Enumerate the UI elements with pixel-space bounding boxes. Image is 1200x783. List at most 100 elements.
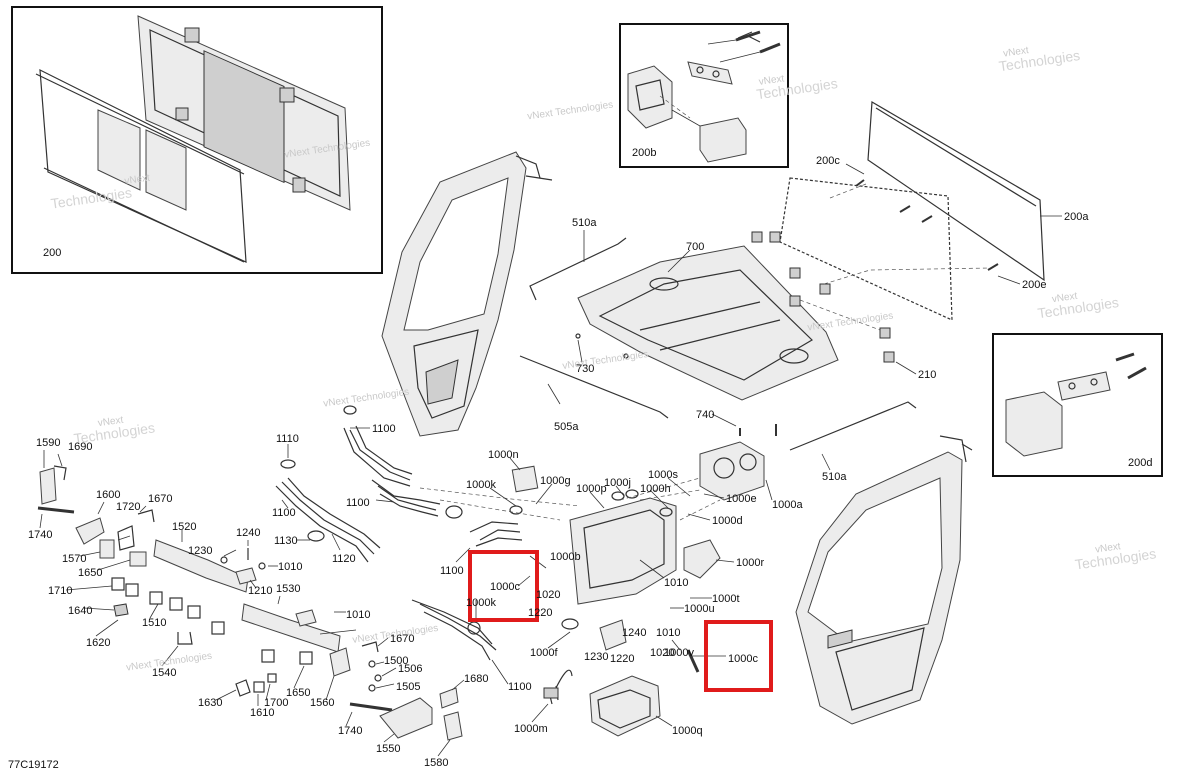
label-1500: 1500 [384, 655, 408, 667]
label-1530: 1530 [276, 583, 300, 595]
inset-frame-200d [992, 333, 1163, 477]
screw-1500 [368, 660, 376, 668]
lead-1000m [531, 703, 549, 723]
label-1230-a: 1230 [188, 545, 212, 557]
label-510a-top: 510a [572, 217, 597, 229]
label-1000r: 1000r [736, 557, 764, 569]
label-1230-b: 1230 [584, 651, 608, 663]
left-door-window [403, 177, 509, 331]
clamp-1000j-b [625, 489, 639, 499]
nut-1506 [374, 674, 382, 682]
lead-1000n [509, 457, 521, 471]
watermark-5a: vNext [1003, 45, 1030, 59]
label-1720: 1720 [116, 501, 140, 513]
label-1600: 1600 [96, 489, 120, 501]
lead-1100-d [455, 547, 471, 563]
label-1550: 1550 [376, 743, 400, 755]
lead-1506 [381, 667, 397, 677]
label-1000j: 1000j [604, 477, 631, 489]
label-1000v: 1000v [664, 647, 694, 659]
inset-frame-200 [11, 6, 383, 274]
label-1570: 1570 [62, 553, 86, 565]
duct-upper [343, 425, 413, 487]
label-1010-c: 1010 [346, 609, 370, 621]
seal-window-left [97, 109, 141, 191]
bracket-1680 [439, 687, 459, 709]
switch-1510-b [169, 597, 183, 611]
heater-cover-1000q [589, 675, 661, 737]
mount-plate [687, 61, 733, 85]
dash-panel-1520 [153, 539, 249, 593]
guide-8 [799, 299, 881, 331]
duct-lower [411, 599, 493, 661]
ring-1000f [561, 618, 579, 630]
end-plate-hole-2 [1090, 378, 1098, 386]
label-1000u: 1000u [684, 603, 715, 615]
blower-motor [699, 441, 765, 501]
guide-2 [439, 499, 561, 521]
switch-1510-a [149, 591, 163, 605]
label-1670-a: 1670 [148, 493, 172, 505]
bracket-slot [635, 79, 665, 111]
vent-1590 [39, 467, 57, 505]
lead-1000g [535, 483, 553, 505]
clip-1 [751, 231, 763, 243]
label-1000h: 1000h [640, 483, 671, 495]
lead-1670-b [377, 637, 389, 647]
label-1220-a: 1220 [528, 607, 552, 619]
label-1000m: 1000m [514, 723, 548, 735]
label-1590: 1590 [36, 437, 60, 449]
screw-shaft-4 [1127, 366, 1147, 380]
watermark-3: vNext Technologies [527, 99, 614, 122]
strip-1740-a [37, 506, 75, 514]
right-door-hinge [939, 435, 973, 463]
screw-shaft-1 [735, 30, 761, 42]
label-1610: 1610 [250, 707, 274, 719]
screw-lead-1 [707, 39, 737, 45]
duct-left [275, 477, 381, 563]
watermark-1b: Technologies [50, 184, 133, 211]
leader-lines [39, 163, 1062, 757]
rear-window-assembly [751, 100, 1045, 363]
lead-1505 [375, 683, 395, 689]
right-door [795, 435, 973, 725]
lead-1550 [383, 733, 395, 743]
label-1020-b: 1020 [650, 647, 674, 659]
lead-1000r [715, 559, 735, 563]
lead-1710 [65, 585, 113, 591]
label-1100-b: 1100 [346, 497, 370, 509]
window-seal-frame [39, 68, 247, 263]
label-1650-a: 1650 [78, 567, 102, 579]
clip-2 [769, 231, 781, 243]
switch-1510-d [211, 621, 225, 635]
label-1100-c: 1100 [272, 507, 296, 519]
label-1000k-left: 1000k [466, 597, 496, 609]
actuator-1220 [599, 619, 627, 651]
right-door-handle [827, 629, 853, 649]
label-1100-e: 1100 [508, 681, 532, 693]
guide-9 [659, 95, 691, 119]
inset-200d-drawing: 200d [1005, 352, 1152, 469]
duct-left-fill [281, 481, 375, 555]
watermark-4a: vNext [758, 73, 785, 87]
highlight-1000c-right [704, 620, 773, 692]
hvac-housing-inner [583, 509, 665, 589]
label-1670-b: 1670 [390, 633, 414, 645]
label-1740-a: 1740 [28, 529, 52, 541]
screw-730-a [575, 333, 581, 339]
lead-1100-b [375, 499, 395, 503]
label-1000a: 1000a [772, 499, 803, 511]
label-1710: 1710 [48, 585, 72, 597]
label-200c: 200c [816, 155, 840, 167]
seal-window-right [145, 129, 187, 211]
lead-700 [667, 249, 691, 273]
label-1130: 1130 [274, 535, 298, 547]
lead-505a [547, 383, 561, 405]
label-1690: 1690 [68, 441, 92, 453]
strip-1740-b [349, 702, 393, 712]
duct-lower-fill [419, 603, 497, 651]
left-door-pocket [425, 359, 459, 405]
lead-1210 [249, 579, 257, 589]
latch-block [699, 117, 747, 163]
lead-1000s [667, 477, 691, 497]
